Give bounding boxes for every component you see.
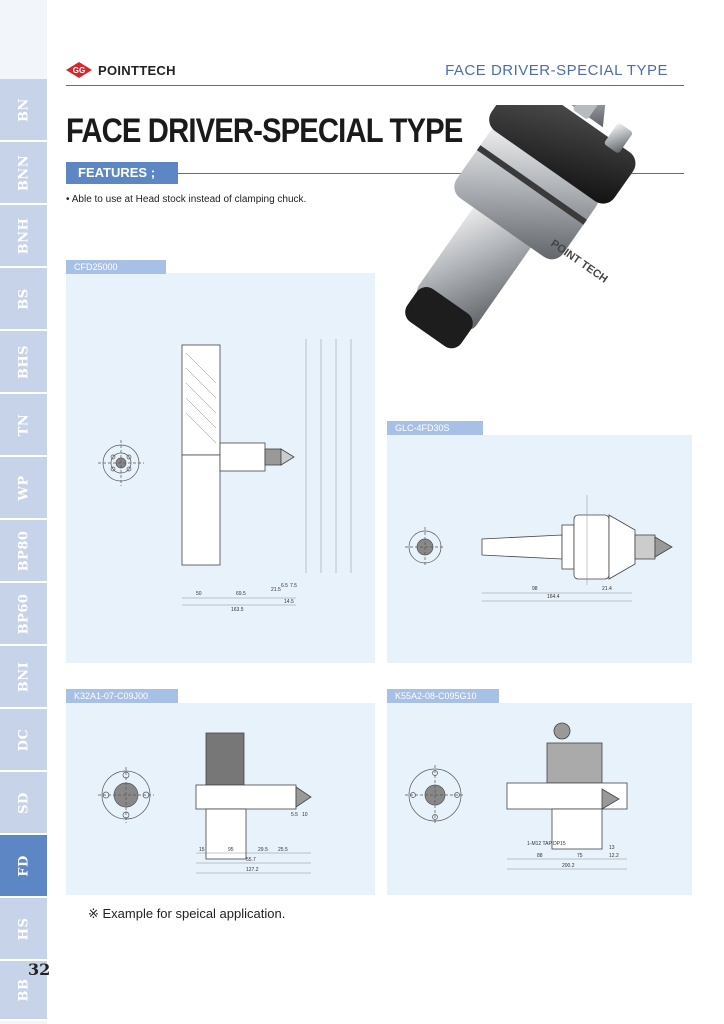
drawing-label: GLC-4FD30S (387, 421, 483, 435)
dim-label: 15 (199, 847, 205, 853)
dim-label: 29.5 (258, 847, 268, 853)
logo-mark-icon: GG (66, 62, 92, 78)
dim-label: 21.4 (602, 586, 612, 592)
page-title: FACE DRIVER-SPECIAL TYPE (66, 112, 463, 150)
dim-label: 21.5 (271, 587, 281, 593)
features-badge: FEATURES ; (66, 162, 178, 184)
tab-label: WP (16, 474, 31, 501)
tab-sd[interactable]: SD (0, 772, 47, 835)
tab-bni[interactable]: BNI (0, 646, 47, 709)
header-divider (66, 85, 684, 86)
features-divider (178, 173, 684, 174)
tab-label: BB (16, 978, 31, 1002)
tab-label: BP80 (16, 530, 31, 571)
dim-label: 98 (532, 586, 538, 592)
technical-drawing: 15 95 29.5 25.5 55.7 127.2 5.5 10 (98, 732, 312, 874)
drawing-panel-cfd25000: 50 69.5 21.5 163.5 14.5 6.5 7.5 (66, 273, 375, 663)
section-sidebar: BN BNN BNH BS BHS TN WP BP80 BP60 BNI DC… (0, 0, 47, 1024)
feature-text: Able to use at Head stock instead of cla… (71, 194, 307, 205)
tab-bb[interactable]: BB (0, 961, 47, 1021)
tab-bhs[interactable]: BHS (0, 331, 47, 394)
dim-label: 69.5 (236, 591, 246, 597)
dim-label: 55.7 (246, 857, 256, 863)
tab-label: FD (16, 854, 31, 877)
tab-bn[interactable]: BN (0, 79, 47, 142)
tab-bp80[interactable]: BP80 (0, 520, 47, 583)
tab-label: DC (16, 728, 31, 751)
tab-label: BNN (16, 154, 31, 191)
dim-label: 127.2 (246, 867, 259, 873)
product-photo: POINT TECH (405, 105, 636, 349)
tab-label: BNH (16, 217, 31, 254)
brand-logo: GG POINTTECH (66, 62, 176, 78)
dim-label: 13 (609, 845, 615, 851)
dim-label: 200.2 (562, 863, 575, 869)
dim-label: 25.5 (278, 847, 288, 853)
dim-label: 12.2 (609, 853, 619, 859)
tab-label: BHS (16, 344, 31, 379)
tab-tn[interactable]: TN (0, 394, 47, 457)
drawing-label: CFD25000 (66, 260, 166, 274)
tab-bnh[interactable]: BNH (0, 205, 47, 268)
tab-label: SD (16, 791, 31, 814)
tab-bnn[interactable]: BNN (0, 142, 47, 205)
page-number: 32 (28, 960, 51, 979)
tab-bp60[interactable]: BP60 (0, 583, 47, 646)
technical-drawing: 50 69.5 21.5 163.5 14.5 6.5 7.5 (98, 339, 352, 613)
logo-text: POINTTECH (98, 62, 176, 78)
section-title: FACE DRIVER-SPECIAL TYPE (445, 62, 668, 79)
dim-label: 6.5 (281, 583, 288, 589)
photo-brand-text: POINT TECH (548, 238, 609, 286)
drawing-panel-glc-4fd30s: 98 164.4 21.4 (387, 435, 692, 663)
tab-label: BNI (16, 661, 31, 692)
dim-label: 5.5 (291, 812, 298, 818)
dim-label: 1-M12 TAP DP15 (527, 841, 566, 847)
tab-wp[interactable]: WP (0, 457, 47, 520)
feature-item: • Able to use at Head stock instead of c… (66, 194, 307, 205)
tab-label: BS (16, 287, 31, 310)
dim-label: 75 (577, 853, 583, 859)
dim-label: 50 (196, 591, 202, 597)
tab-label: BP60 (16, 593, 31, 634)
svg-text:GG: GG (73, 66, 85, 75)
dim-label: 10 (302, 812, 308, 818)
drawing-panel-k32a1: 15 95 29.5 25.5 55.7 127.2 5.5 10 (66, 703, 375, 895)
footnote: ※ Example for speical application. (88, 906, 286, 921)
dim-label: 95 (228, 847, 234, 853)
tab-dc[interactable]: DC (0, 709, 47, 772)
tab-label: BN (16, 97, 31, 122)
dim-label: 163.5 (231, 607, 244, 613)
technical-drawing: 1-M12 TAP DP15 88 75 12.2 13 200.2 (405, 722, 628, 870)
drawing-panel-k55a2: 1-M12 TAP DP15 88 75 12.2 13 200.2 (387, 703, 692, 895)
technical-drawing: 98 164.4 21.4 (405, 495, 673, 602)
tab-label: HS (16, 917, 31, 940)
drawing-label: K32A1-07-C09J00 (66, 689, 178, 703)
drawing-label: K55A2-08-C095G10 (387, 689, 499, 703)
tab-bs[interactable]: BS (0, 268, 47, 331)
tab-hs[interactable]: HS (0, 898, 47, 961)
tab-label: TN (16, 413, 31, 436)
dim-label: 88 (537, 853, 543, 859)
tab-fd[interactable]: FD (0, 835, 47, 898)
dim-label: 14.5 (284, 599, 294, 605)
dim-label: 7.5 (290, 583, 297, 589)
dim-label: 164.4 (547, 594, 560, 600)
